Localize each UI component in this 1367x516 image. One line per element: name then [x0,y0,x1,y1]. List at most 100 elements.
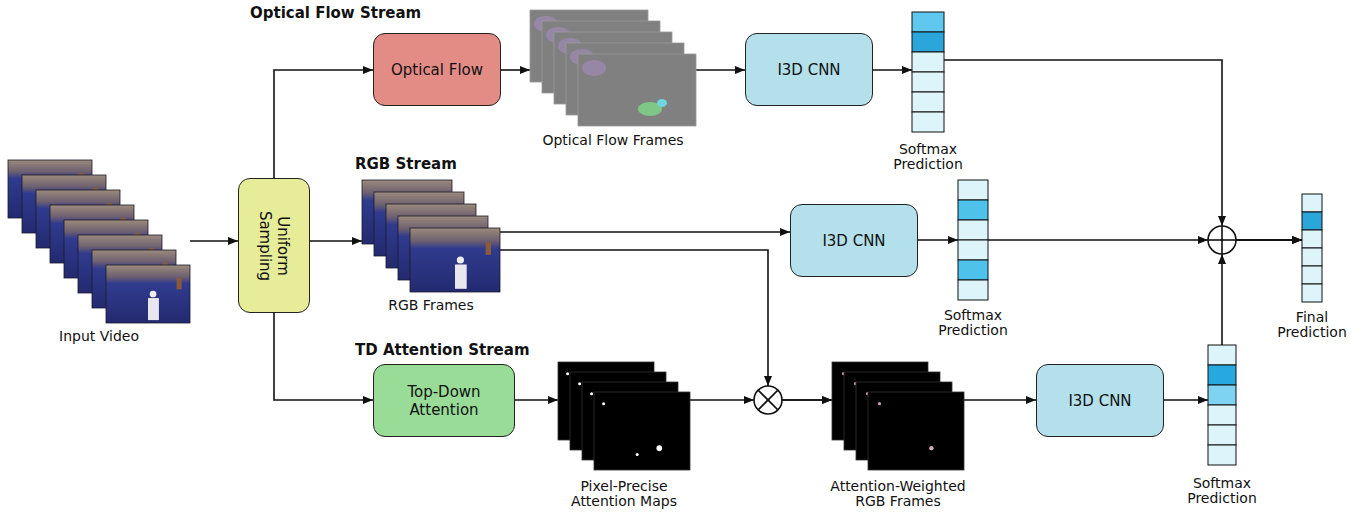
image-stack: Input Video [8,160,190,323]
flow-arrow [944,60,1302,240]
box-label: Top-Down Attention [374,383,514,419]
vector-cell [958,200,988,220]
vector-cell [1208,445,1236,465]
attention-dot [602,402,605,405]
operator-stroke [758,390,778,410]
flow-arrow [964,399,1036,401]
vector-cell [1208,425,1236,445]
image-caption: Softmax Prediction [927,308,1019,338]
softmax-vector [958,180,988,300]
multiply-operator [754,386,782,414]
person-body [455,264,467,288]
flow-arrow [310,240,362,242]
attention-dot [566,372,569,375]
attention-dot [878,402,881,405]
softmax-vector [1208,345,1236,465]
softmax-vector [912,12,944,132]
attention-dot [590,392,593,395]
vector-cell [1302,248,1322,266]
vector-cell [912,72,944,92]
box-label: I3D CNN [777,61,840,79]
softmax-vector [1302,194,1322,302]
stream-heading: RGB Stream [355,155,457,173]
box-label: I3D CNN [822,232,885,250]
lamp-shape [177,278,182,290]
vector-cell [1208,385,1236,405]
image-stack: Softmax Prediction [912,12,944,132]
vector-cell [912,52,944,72]
flow-arrow [190,240,238,242]
video-frame [106,265,190,323]
video-frame [578,54,696,126]
operator-circle [754,386,782,414]
image-caption: Final Prediction [1266,310,1358,340]
box-label: Uniform Sampling [256,191,292,301]
image-stack: Optical Flow Frames [530,10,696,126]
stream-heading: Optical Flow Stream [250,4,421,22]
flow-arrow [515,399,558,401]
arrowhead [1198,236,1208,244]
vector-cell [958,220,988,240]
frame-stack [832,362,964,470]
vector-cell [958,240,988,260]
process-box: Uniform Sampling [238,178,310,313]
arrowhead [1218,216,1226,226]
image-stack: Softmax Prediction [958,180,988,300]
vector-cell [1302,266,1322,284]
person-head [457,256,464,263]
vector-cell [958,260,988,280]
video-frame [410,228,500,292]
flow-arrow [501,69,530,71]
person-head [150,291,157,298]
frame-stack [530,10,696,126]
image-stack: Softmax Prediction [1208,345,1236,465]
image-caption: Input Video [59,329,139,344]
flow-arrow [873,69,912,71]
image-caption: Optical Flow Frames [542,133,683,148]
video-frame [594,392,690,470]
image-caption: RGB Frames [388,298,474,313]
vector-cell [1302,212,1322,230]
process-box: I3D CNN [1036,364,1164,437]
operator-stroke [1221,226,1223,254]
attention-dot [636,453,639,456]
vector-cell [958,180,988,200]
frame-stack [558,362,690,470]
lamp-shape [486,242,491,255]
flow-blob [582,60,606,76]
flow-arrow [696,69,745,71]
video-frame [868,392,964,470]
vector-cell [1208,405,1236,425]
frame-stack [362,180,500,292]
stream-heading: TD Attention Stream [355,341,530,359]
image-caption: Pixel-Precise Attention Maps [558,479,690,509]
image-stack: Final Prediction [1302,194,1322,302]
vector-cell [1302,194,1322,212]
process-box: I3D CNN [745,33,873,106]
arrowhead [764,376,772,386]
process-box: Top-Down Attention [373,364,515,437]
process-box: Optical Flow [373,33,501,106]
box-label: I3D CNN [1068,392,1131,410]
flow-arrow [1164,399,1208,401]
attention-dot [929,446,933,450]
operator-circle [1208,226,1236,254]
arrowhead [744,396,754,404]
flow-arrow [500,231,790,233]
box-label: Optical Flow [391,61,483,79]
vector-cell [912,12,944,32]
sum-operator [1208,226,1236,254]
flow-blob [657,99,667,107]
attention-dot [578,382,581,385]
person-body [148,298,159,320]
vector-cell [912,92,944,112]
vector-cell [1208,345,1236,365]
vector-cell [1302,230,1322,248]
frame-stack [8,160,190,323]
vector-cell [912,112,944,132]
operator-stroke [758,390,778,410]
process-box: I3D CNN [790,204,918,277]
